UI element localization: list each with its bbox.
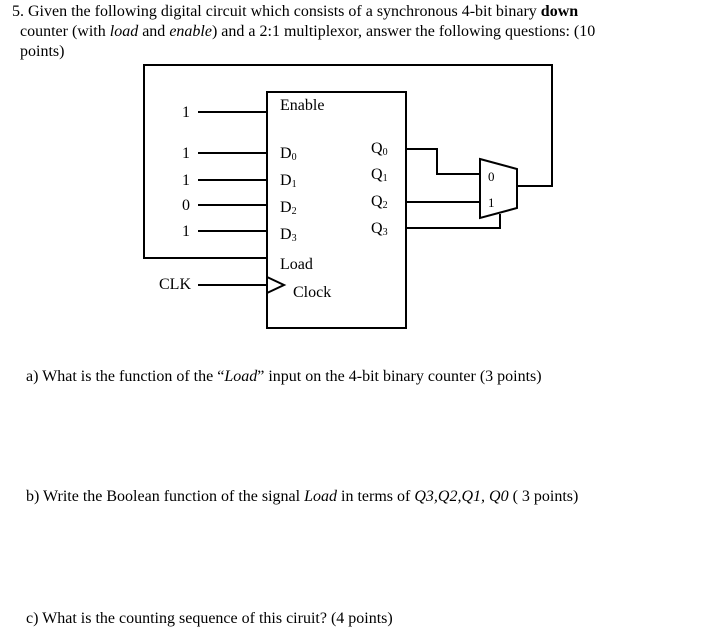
d1-label: D1	[280, 172, 297, 190]
q2-label: Q2	[371, 193, 388, 211]
part-a-text-post: ” input on the 4-bit binary counter (3 p…	[257, 368, 542, 385]
mux-symbol	[479, 157, 518, 220]
part-a: a) What is the function of the “Load” in…	[26, 367, 542, 387]
q0-label: Q0	[371, 140, 388, 158]
d2-label: D2	[280, 199, 297, 217]
q0-wire	[406, 148, 480, 175]
part-a-load: Load	[224, 368, 258, 385]
counter-box	[266, 91, 407, 329]
part-b-variables: Q3,Q2,Q1, Q0	[414, 488, 509, 505]
d0-input-value: 1	[182, 145, 190, 162]
part-a-text-pre: a) What is the function of the “	[26, 368, 225, 385]
d2-input-value: 0	[182, 197, 190, 214]
clock-triangle	[266, 276, 287, 294]
q1-label: Q1	[371, 166, 388, 184]
load-label: Load	[280, 256, 313, 273]
d3-label: D3	[280, 226, 297, 244]
part-b: b) Write the Boolean function of the sig…	[26, 487, 578, 507]
part-b-text-post: ( 3 points)	[508, 488, 579, 505]
part-b-text-pre: b) Write the Boolean function of the sig…	[26, 488, 305, 505]
d0-label: D0	[280, 145, 297, 163]
question-text-part2: counter (with	[20, 23, 110, 40]
question-intro: Given the following digital circuit whic…	[24, 3, 541, 20]
question-text-part4: ) and a 2:1 multiplexor, answer the foll…	[211, 23, 596, 40]
feedback-wire	[143, 64, 553, 259]
question-number: 5.	[12, 3, 24, 20]
clk-label: CLK	[159, 276, 191, 293]
question-text-part3: and	[138, 23, 170, 40]
question-line-2: counter (with load and enable) and a 2:1…	[12, 22, 692, 42]
q3-label: Q3	[371, 220, 388, 238]
clock-label: Clock	[293, 284, 331, 301]
enable-input-value: 1	[182, 104, 190, 121]
mux-input-0-label: 0	[488, 169, 495, 184]
question-enable-word: enable	[169, 23, 212, 40]
d3-input-value: 1	[182, 223, 190, 240]
part-c: c) What is the counting sequence of this…	[26, 610, 393, 627]
mux-input-1-label: 1	[488, 195, 495, 210]
enable-label: Enable	[280, 97, 324, 114]
question-bold-word: down	[540, 3, 579, 20]
question-line-3: points)	[20, 43, 65, 60]
part-b-load: Load	[304, 488, 338, 505]
question-text: 5. Given the following digital circuit w…	[12, 2, 692, 62]
question-load-word: load	[109, 23, 139, 40]
q3-wire	[406, 214, 501, 229]
d1-input-value: 1	[182, 172, 190, 189]
part-b-text-mid: in terms of	[337, 488, 415, 505]
